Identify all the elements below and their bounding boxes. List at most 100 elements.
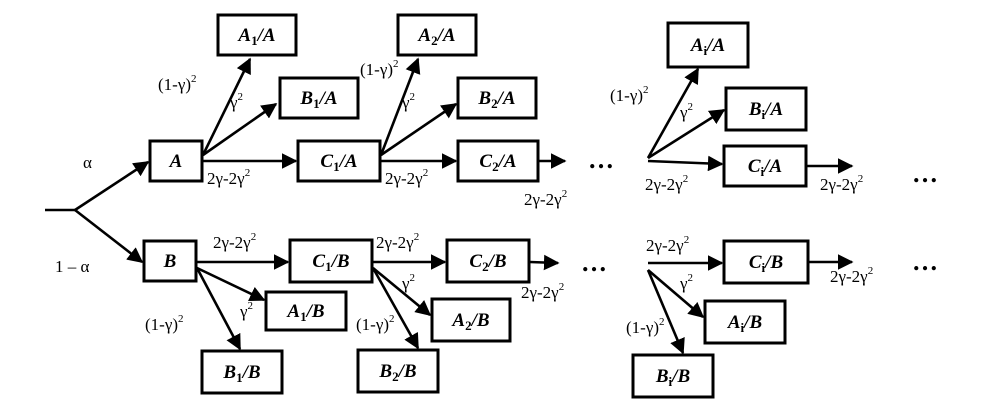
state-box-a1a: A1/A — [216, 13, 298, 57]
label-base: γ — [401, 274, 410, 293]
transition-probability-label: (1-γ)2 — [356, 313, 395, 334]
state-label-tail: /B — [742, 312, 762, 333]
transition-arrow — [646, 269, 685, 355]
state-box-a2b: A2/B — [430, 297, 512, 343]
state-label-tail: /B — [305, 301, 325, 322]
state-label-main: B — [299, 88, 313, 109]
state-label-main: A — [727, 312, 741, 333]
state-box-aia: Ai/A — [666, 21, 750, 69]
state-label-tail: /A — [762, 156, 782, 177]
label-base: γ — [229, 93, 238, 112]
transition-arrow — [74, 160, 150, 212]
transition-arrow — [647, 108, 726, 160]
state-box-c2b: C2/B — [445, 238, 531, 284]
transition-arrow — [529, 254, 560, 271]
state-box-aib: Ai/B — [703, 299, 787, 345]
state-box-frame — [278, 76, 360, 120]
state-box-c2a: C2/A — [456, 139, 540, 183]
state-label-sub: 1 — [313, 96, 320, 111]
label-superscript: 2 — [868, 265, 874, 277]
transition-labels: α1 – α(1-γ)2γ22γ-2γ2(1-γ)2γ22γ-2γ22γ-2γ2… — [55, 58, 938, 337]
label-superscript: 2 — [245, 167, 251, 179]
transition-edges — [45, 57, 854, 355]
label-base: 2γ-2γ — [213, 233, 251, 252]
state-label-tail: /A — [496, 88, 516, 109]
state-label-main: A — [451, 310, 465, 331]
state-box-c1a: C1/A — [296, 139, 382, 183]
state-label: C2/A — [479, 151, 516, 174]
transition-probability-label: 2γ-2γ2 — [521, 281, 564, 302]
state-box-frame — [430, 297, 512, 343]
transition-arrow — [646, 67, 700, 159]
transition-arrow — [379, 57, 421, 156]
transition-arrow — [201, 57, 252, 156]
state-label-sub: 1 — [325, 259, 332, 274]
state-box-frame — [296, 139, 382, 183]
state-box-b2b: B2/B — [356, 348, 440, 394]
label-superscript: 2 — [688, 101, 694, 113]
state-box-frame — [200, 349, 284, 395]
state-label-sub: 1 — [236, 370, 243, 385]
label-base: 2γ-2γ — [524, 190, 562, 209]
label-superscript: 2 — [191, 73, 197, 85]
label-superscript: 2 — [562, 188, 568, 200]
state-label: C1/B — [312, 251, 349, 274]
transition-arrow — [74, 208, 144, 264]
transition-probability-label: (1-γ)2 — [610, 84, 649, 105]
label-superscript: 2 — [393, 58, 399, 70]
state-label-main: A — [286, 301, 300, 322]
state-box-b: B — [142, 239, 198, 283]
state-box-frame — [666, 21, 750, 69]
label-base: (1-γ) — [360, 60, 393, 79]
state-label-tail: /A — [705, 35, 725, 56]
transition-arrow — [380, 102, 458, 157]
state-label-tail: /A — [256, 25, 276, 46]
state-label-sub: 2 — [491, 96, 498, 111]
transition-arrow — [196, 266, 266, 302]
transition-probability-label: 2γ-2γ2 — [820, 173, 863, 194]
state-label-main: C — [312, 251, 325, 272]
state-label-sub: i — [761, 164, 765, 179]
label-base: (1-γ) — [610, 86, 643, 105]
transition-probability-label: γ2 — [229, 91, 243, 112]
state-box-frame — [722, 144, 808, 188]
state-label: Bi/B — [655, 366, 690, 389]
state-label-main: C — [479, 151, 492, 172]
label-superscript: 2 — [684, 234, 690, 246]
state-box-frame — [445, 238, 531, 284]
label-superscript: 2 — [410, 272, 416, 284]
state-label-tail: /B — [330, 251, 350, 272]
state-label-tail: /B — [487, 251, 507, 272]
label-base: 2γ-2γ — [645, 175, 683, 194]
state-label-tail: /B — [397, 361, 417, 382]
state-label-main: C — [469, 251, 482, 272]
transition-probability-label: γ2 — [679, 272, 693, 293]
state-label: A1/B — [286, 301, 324, 324]
state-label-sub: i — [762, 107, 766, 122]
label-superscript: 2 — [251, 231, 257, 243]
state-label-tail: /A — [338, 151, 358, 172]
state-box-frame — [396, 13, 478, 57]
state-label: B1/B — [222, 362, 260, 385]
state-label-sub: 2 — [482, 259, 489, 274]
state-label: B2/A — [477, 88, 515, 111]
state-label-sub: 1 — [251, 33, 258, 48]
state-label-sub: 1 — [300, 309, 307, 324]
transition-arrow — [372, 266, 432, 317]
state-label: Bi/A — [748, 99, 783, 122]
state-label: Ai/B — [727, 312, 762, 335]
state-label: A2/A — [417, 25, 455, 48]
transition-arrow — [195, 267, 242, 351]
state-label: C1/A — [320, 151, 357, 174]
label-superscript: 2 — [389, 313, 395, 325]
transition-arrow — [647, 155, 724, 172]
state-label: A2/B — [451, 310, 489, 333]
state-nodes: ABA1/AB1/AC1/AA2/AB2/AC2/AAi/ABi/ACi/AC1… — [142, 13, 810, 399]
state-box-frame — [142, 239, 198, 283]
state-label-main: B — [477, 88, 491, 109]
state-label: A1/A — [237, 25, 275, 48]
state-box-bia: Bi/A — [724, 86, 808, 132]
state-label: C2/B — [469, 251, 506, 274]
transition-arrow — [647, 269, 705, 319]
state-label-sub: i — [704, 43, 708, 58]
